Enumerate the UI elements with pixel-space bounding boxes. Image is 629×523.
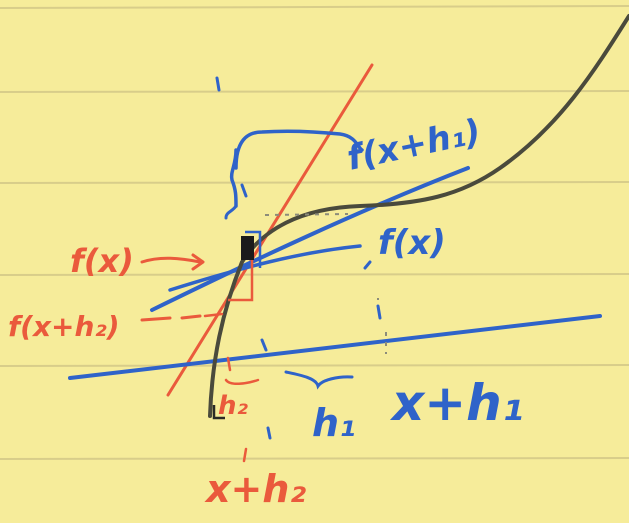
tangent-triangle <box>228 254 254 302</box>
label-fx-red: f(x) <box>70 242 134 280</box>
paper-rule-line <box>0 5 629 9</box>
paper-rule-line <box>0 90 629 93</box>
paper-rule-line <box>0 457 629 460</box>
tick-mark <box>376 304 382 320</box>
tick-mark <box>260 338 268 352</box>
paper-rule-line <box>0 273 629 276</box>
tick-mark <box>266 426 272 440</box>
label-x-plus-h2: x+h₂ <box>204 467 306 511</box>
red-guide-tick <box>242 447 248 463</box>
secant-line-h1 <box>150 166 470 312</box>
label-h2: h₂ <box>218 391 249 421</box>
label-fx-plus-h2: f(x+h₂) <box>8 310 120 343</box>
tick-mark <box>215 76 221 92</box>
brace-left <box>229 148 238 208</box>
h2-tick <box>226 356 232 372</box>
h2-bracket <box>224 378 260 385</box>
x-axis-line <box>68 314 602 380</box>
tangent-point-marker <box>241 236 254 260</box>
dotted-guide <box>264 213 349 216</box>
label-fx-blue: f(x) <box>378 223 446 263</box>
red-dash <box>203 312 224 318</box>
label-x-plus-h1: x+h₁ <box>389 374 524 432</box>
tick-mark <box>363 260 372 270</box>
paper-rule-lines <box>0 5 629 460</box>
function-curve <box>208 14 629 418</box>
pointer-to-fxh2 <box>140 314 202 322</box>
secant-line-fx <box>168 244 362 292</box>
curve-tail <box>212 405 225 420</box>
point-bracket <box>245 230 262 268</box>
arrow-to-fx <box>140 256 202 264</box>
tick-mark <box>240 183 248 198</box>
brace-top <box>234 129 364 170</box>
paper-rule-line <box>0 364 629 367</box>
paper-rule-line <box>0 181 629 184</box>
h1-brace <box>284 370 354 390</box>
label-h1: h₁ <box>312 401 356 445</box>
arrow-head-icon <box>191 253 205 271</box>
brace-tail <box>224 204 238 220</box>
